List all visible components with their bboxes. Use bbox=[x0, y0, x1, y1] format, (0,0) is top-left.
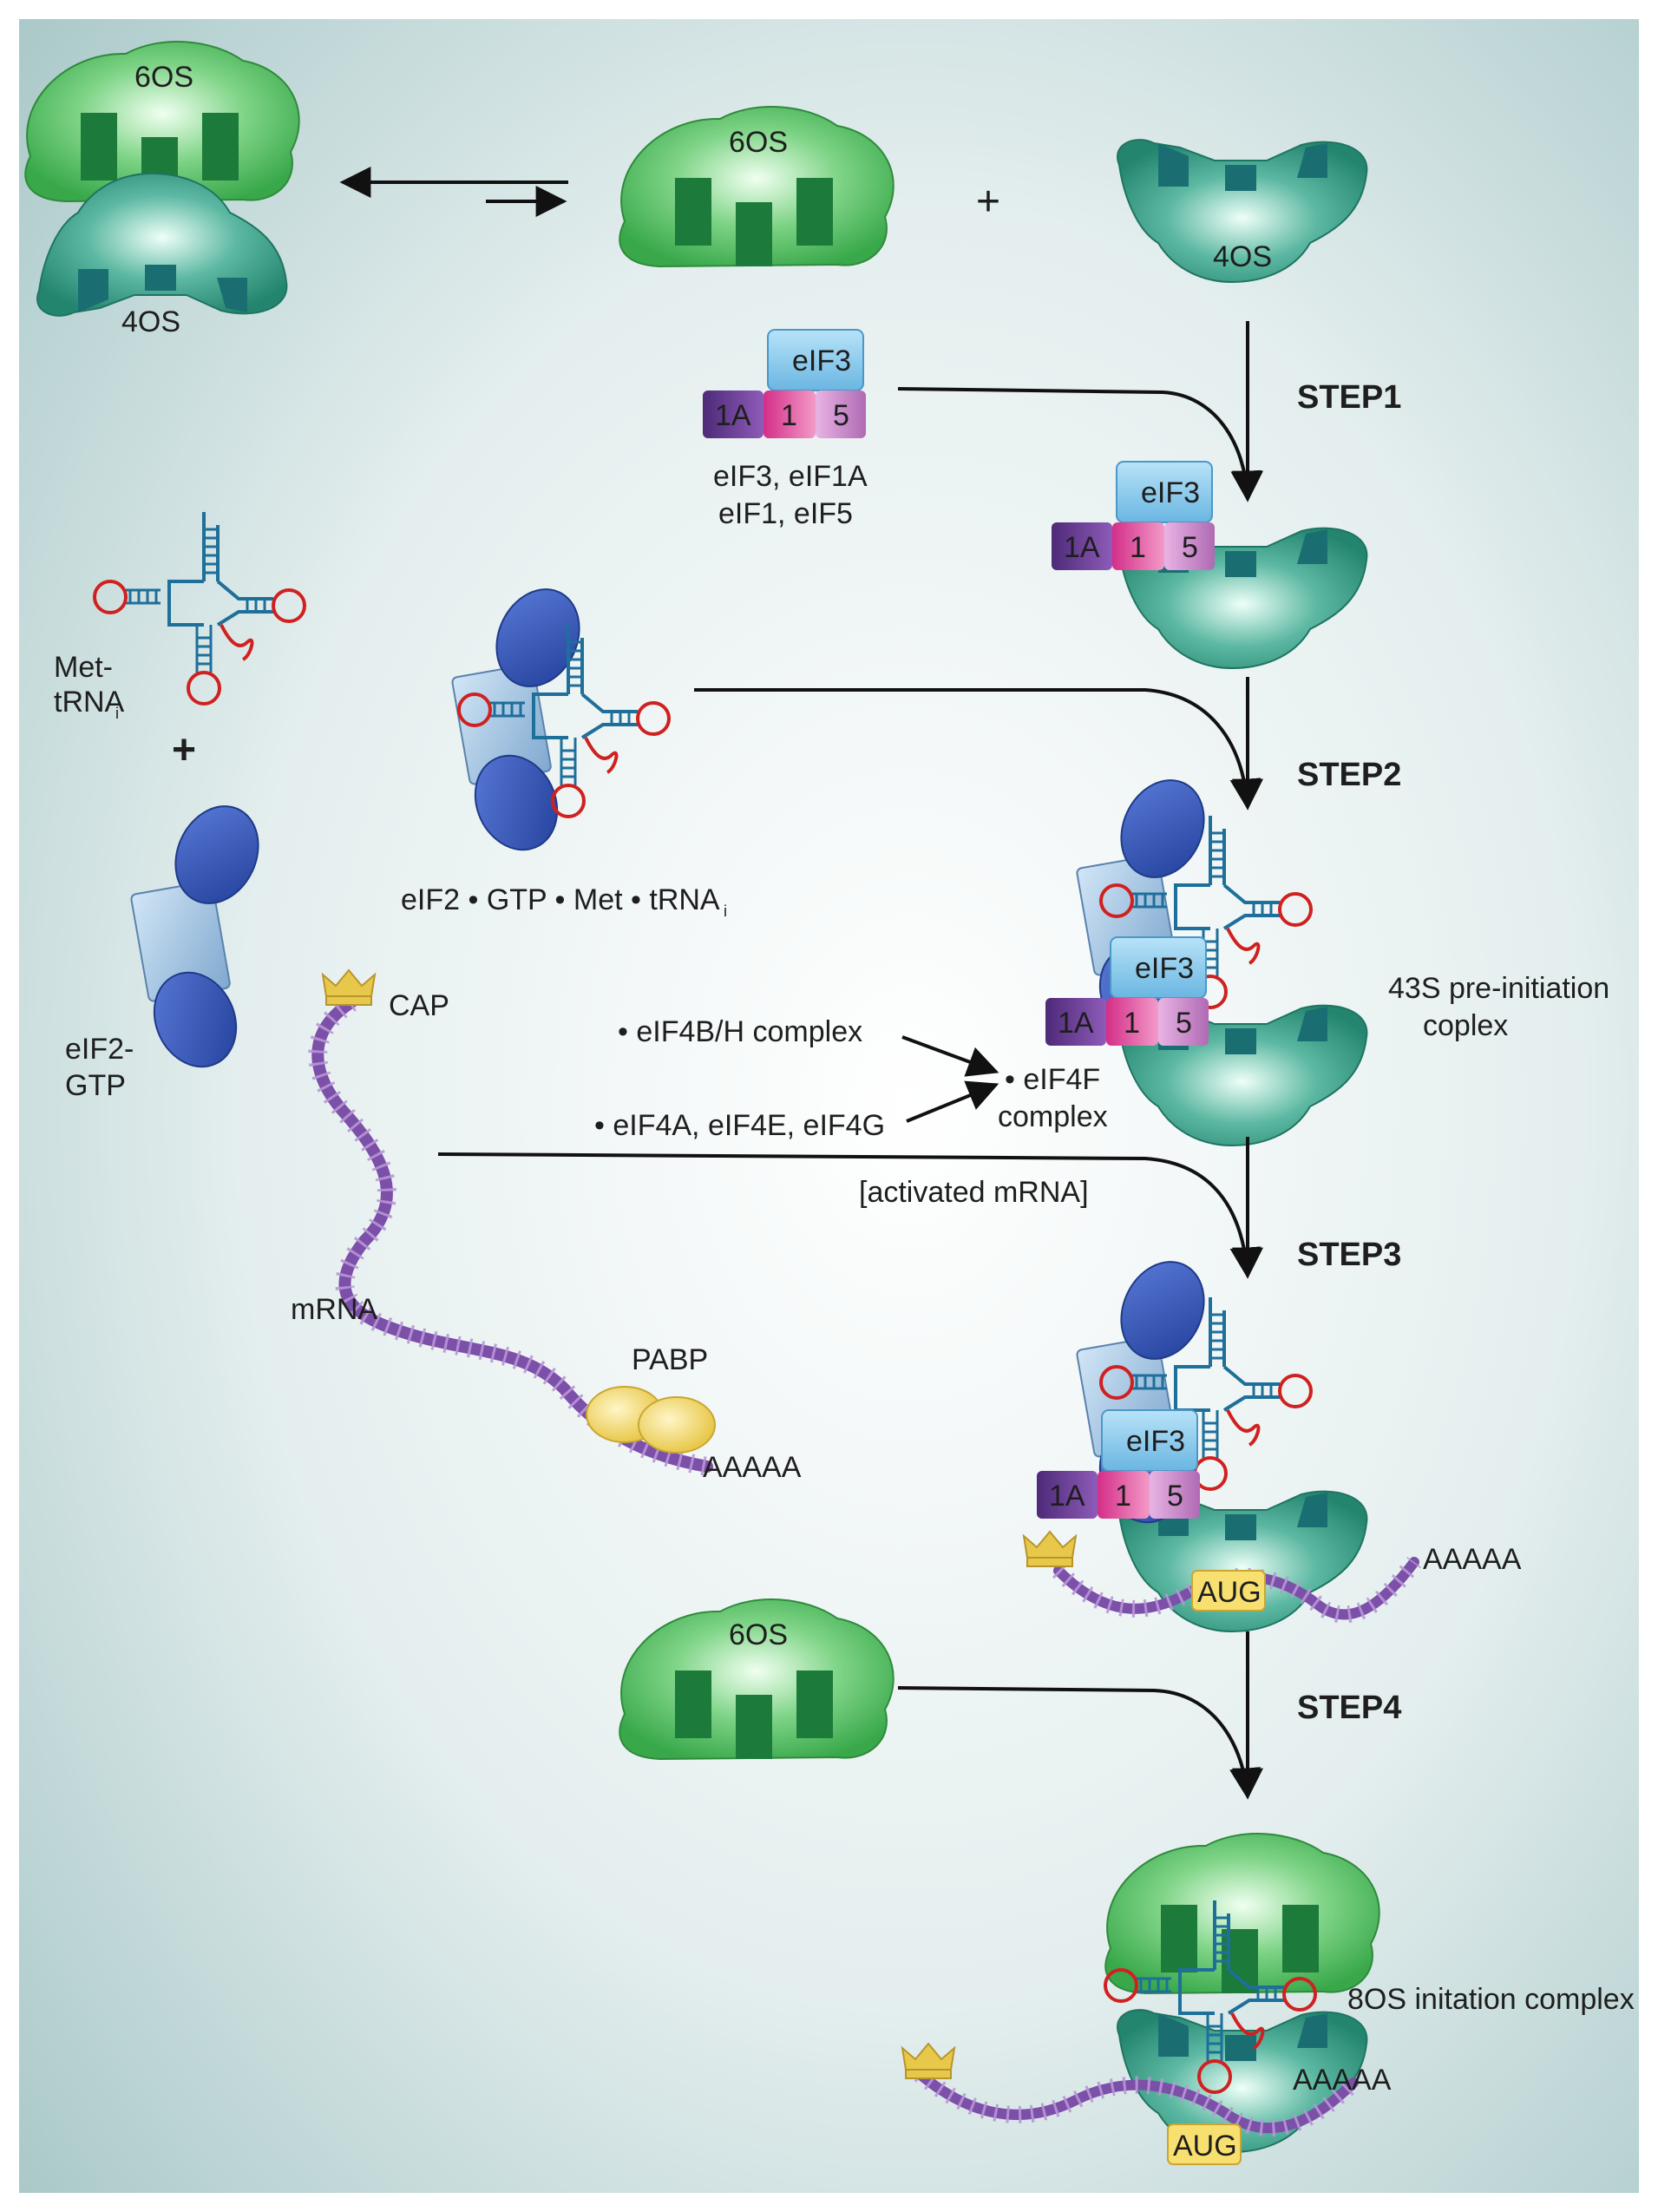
eif3-label: eIF3 bbox=[792, 345, 851, 377]
eif5-label: 5 bbox=[1167, 1480, 1183, 1513]
initiation-factor-cluster: eIF3 1A 1 5 bbox=[703, 329, 866, 438]
plus-sign-left: + bbox=[172, 727, 196, 773]
eif1a-label: 1A bbox=[1049, 1480, 1085, 1513]
eif4f-label-line2: complex bbox=[998, 1100, 1108, 1133]
eif4aeg-arrow bbox=[906, 1080, 999, 1123]
eif5-label: 5 bbox=[1182, 531, 1198, 564]
small-subunit-dissociated: 4OS bbox=[1117, 139, 1368, 283]
step1-label: STEP1 bbox=[1297, 379, 1401, 416]
mrna-label: mRNA bbox=[291, 1293, 377, 1326]
polya-label: AAAAA bbox=[703, 1451, 802, 1484]
complex-48s-with-mrna: eIF3 1A 1 5 AUG bbox=[1023, 1247, 1421, 1632]
initiation-complex-80s: AUG bbox=[901, 1833, 1380, 2165]
step4-label: STEP4 bbox=[1297, 1690, 1401, 1726]
cap-label: CAP bbox=[389, 989, 449, 1022]
activated-mrna-label: [activated mRNA] bbox=[859, 1176, 1089, 1209]
eif4f-label-line1: • eIF4F bbox=[1005, 1063, 1100, 1096]
large-subunit-joining: 6OS bbox=[619, 1598, 895, 1760]
eif5-block bbox=[816, 391, 866, 438]
eif1-label: 1 bbox=[1124, 1007, 1140, 1040]
polya-label-step3: AAAAA bbox=[1423, 1543, 1522, 1576]
eif5-label: 5 bbox=[1176, 1007, 1192, 1040]
eif4bh-arrow bbox=[901, 1035, 999, 1077]
met-trna-subscript: i bbox=[115, 705, 119, 722]
mrna-free bbox=[308, 969, 716, 1476]
step3-label: STEP3 bbox=[1297, 1237, 1401, 1273]
eif1a-block bbox=[703, 391, 763, 438]
aug-box bbox=[1167, 2123, 1242, 2165]
eif1a-label: 1A bbox=[1064, 531, 1100, 564]
step2-label: STEP2 bbox=[1297, 757, 1401, 793]
large-subunit-label: 6OS bbox=[729, 1618, 788, 1651]
eif3-label: eIF3 bbox=[1135, 952, 1194, 985]
eif3-label: eIF3 bbox=[1141, 476, 1200, 509]
ic80-label: 8OS initation complex bbox=[1347, 1983, 1635, 2016]
small-subunit-label: 4OS bbox=[121, 305, 180, 338]
large-subunit-free-topleft: 6OS bbox=[24, 41, 300, 202]
aug-box bbox=[1191, 1570, 1266, 1611]
eif1a-label: 1A bbox=[715, 399, 751, 432]
ternary-complex-subscript: i bbox=[724, 903, 727, 920]
pabp-label: PABP bbox=[632, 1343, 708, 1376]
large-subunit-dissociated: 6OS bbox=[619, 106, 895, 267]
eif1a-label: 1A bbox=[1058, 1007, 1094, 1040]
pabp-blob bbox=[638, 1396, 716, 1454]
polya-label-80s: AAAAA bbox=[1293, 2064, 1392, 2097]
step1-complex: eIF3 1A 1 5 bbox=[1052, 461, 1368, 669]
small-subunit-label: 4OS bbox=[1213, 240, 1272, 273]
plus-sign: + bbox=[976, 179, 1000, 225]
eif4aeg-label: • eIF4A, eIF4E, eIF4G bbox=[594, 1109, 885, 1142]
aug-label: AUG bbox=[1173, 2130, 1237, 2163]
eif5-label: 5 bbox=[833, 399, 849, 432]
large-subunit-label: 6OS bbox=[729, 126, 788, 159]
eif3-label: eIF3 bbox=[1126, 1425, 1185, 1458]
eif1-label: 1 bbox=[1130, 531, 1146, 564]
eif4bh-label: • eIF4B/H complex bbox=[618, 1015, 862, 1048]
met-trna-label-line2: tRNA bbox=[54, 686, 125, 719]
eif2-gtp-label-line1: eIF2- bbox=[65, 1033, 134, 1066]
factor-list-line2: eIF1, eIF5 bbox=[718, 497, 853, 530]
met-trna-label-line1: Met- bbox=[54, 651, 113, 684]
eif1-label: 1 bbox=[781, 399, 797, 432]
large-subunit-label: 6OS bbox=[134, 61, 193, 94]
step2-ternary-arrow bbox=[694, 688, 1262, 811]
pic43-label-line1: 43S pre-initiation bbox=[1388, 972, 1609, 1005]
factor-list-line1: eIF3, eIF1A bbox=[713, 460, 868, 493]
pre-initiation-complex-43s: eIF3 1A 1 5 bbox=[1045, 765, 1368, 1146]
eif1-block bbox=[763, 391, 816, 438]
eif2-gtp-label-line2: GTP bbox=[65, 1069, 126, 1102]
ternary-complex-label: eIF2 • GTP • Met • tRNA bbox=[401, 883, 720, 916]
eif3-block bbox=[767, 329, 864, 391]
eif1-label: 1 bbox=[1115, 1480, 1131, 1513]
aug-label: AUG bbox=[1197, 1576, 1262, 1609]
pic43-label-line2: coplex bbox=[1423, 1009, 1508, 1042]
